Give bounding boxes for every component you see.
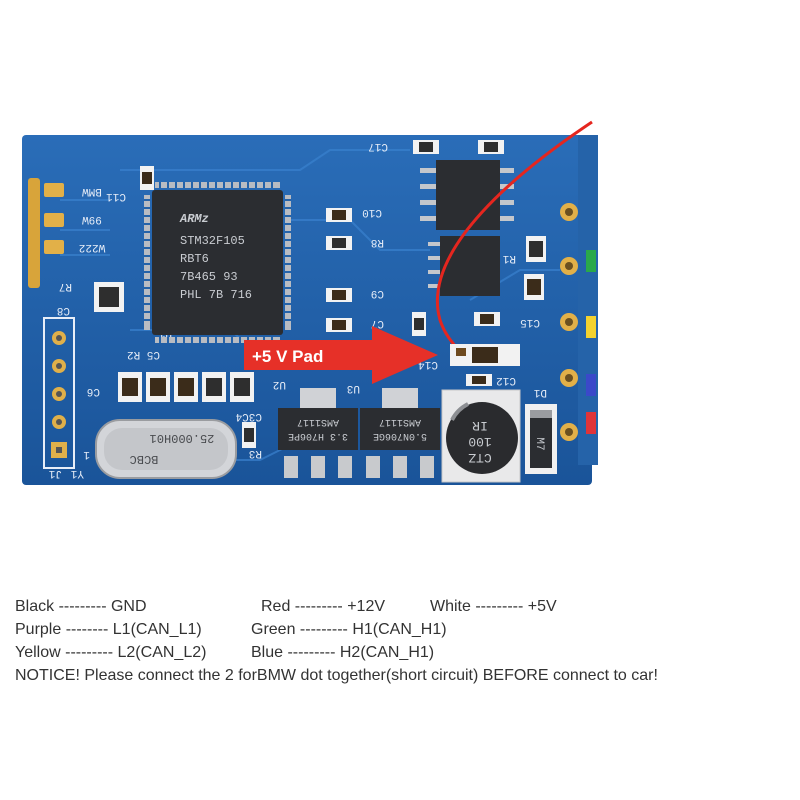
legend-purple-l1: Purple -------- L1(CAN_L1) — [15, 621, 202, 638]
crystal-oscillator — [95, 419, 237, 479]
legend-black-gnd: Black --------- GND — [15, 598, 147, 615]
callout-arrow — [244, 326, 438, 384]
label-r8: R8 — [371, 236, 384, 248]
label-c8: C8 — [57, 304, 70, 316]
chip-line-3: RBT6 — [180, 252, 209, 266]
wire-pads — [560, 203, 578, 441]
green-wire-stub — [586, 250, 596, 272]
label-u2: U2 — [273, 378, 286, 390]
pcb-illustration: BMW 99W W222 C11 C17 C10 R8 C9 C7 C14 C1… — [22, 120, 598, 485]
label-m7: M7 — [533, 437, 545, 450]
wire-color-legend: Black --------- GND Red --------- +12V W… — [15, 598, 795, 690]
red-wire-stub — [586, 412, 596, 434]
jumper-label-99w: 99W — [82, 213, 102, 225]
regulator-3v3 — [278, 388, 358, 478]
label-y1: Y1 — [70, 467, 84, 479]
chip-line-4: 7B465 93 — [180, 270, 238, 284]
label-one: 1 — [83, 448, 90, 460]
legend-row-3: Yellow --------- L2(CAN_L2) Blue -------… — [15, 644, 795, 667]
pin-header — [43, 317, 75, 469]
chip-line-1: ARMz — [179, 212, 209, 226]
reg1-line-1: AMS1117 — [297, 416, 339, 427]
jumper-label-w222: W222 — [79, 241, 105, 253]
label-c17: C17 — [368, 140, 388, 152]
cap-line-1: IR — [472, 418, 488, 433]
label-d1: D1 — [533, 386, 547, 398]
chip-line-2: STM32F105 — [180, 234, 245, 248]
reg2-line-1: AMS1117 — [379, 416, 421, 427]
jumper-label-bmw: BMW — [82, 185, 102, 197]
chip-line-5: PHL 7B 716 — [180, 288, 252, 302]
cap-line-3: CTZ — [468, 450, 492, 465]
legend-row-2: Purple -------- L1(CAN_L1) Green -------… — [15, 621, 795, 644]
yellow-wire-stub — [586, 316, 596, 338]
reg2-line-2: 5.0N706GE — [373, 430, 427, 441]
board-photo: BMW 99W W222 C11 C17 C10 R8 C9 C7 C14 C1… — [22, 120, 598, 485]
red-wire — [436, 120, 593, 353]
stm32-chip — [144, 182, 291, 343]
notice-text: NOTICE! Please connect the 2 forBMW dot … — [15, 667, 658, 684]
smd-components — [94, 140, 546, 448]
label-c3c4: C3C4 — [235, 410, 262, 422]
label-c5r2: C5 R2 — [127, 348, 160, 360]
legend-white-5v: White --------- +5V — [430, 598, 557, 615]
legend-yellow-l2: Yellow --------- L2(CAN_L2) — [15, 644, 207, 661]
electrolytic-capacitor — [441, 389, 521, 483]
cap-line-2: 100 — [468, 434, 491, 449]
legend-green-h1: Green --------- H1(CAN_H1) — [251, 621, 447, 638]
label-c11: C11 — [106, 190, 126, 202]
reg1-line-2: 3.3 H706PE — [288, 430, 348, 441]
transceiver-chip — [420, 160, 514, 296]
callout-label: +5 V Pad — [252, 347, 323, 366]
regulator-5v — [360, 388, 440, 478]
legend-red-12v: Red --------- +12V — [261, 598, 386, 615]
legend-row-1: Black --------- GND Red --------- +12V W… — [15, 598, 795, 621]
bmw-jumper-pads — [28, 178, 64, 288]
label-c9: C9 — [371, 287, 384, 299]
label-c12: C12 — [496, 374, 516, 386]
legend-blue-h2: Blue --------- H2(CAN_H1) — [251, 644, 435, 661]
label-c10: C10 — [362, 206, 382, 218]
label-c7: C7 — [371, 317, 384, 329]
label-r3: R3 — [249, 447, 262, 459]
diode-m7 — [525, 404, 557, 474]
label-r1: R1 — [502, 252, 516, 264]
label-u3: U3 — [347, 382, 360, 394]
label-c15: C15 — [520, 316, 540, 328]
label-c6: C6 — [87, 385, 100, 397]
label-r7: R7 — [59, 280, 72, 292]
label-j1: J1 — [48, 467, 62, 479]
crystal-line-1: 25.000H01 — [150, 431, 215, 445]
blue-wire-stub — [586, 374, 596, 396]
crystal-line-2: BCBC — [130, 452, 159, 466]
